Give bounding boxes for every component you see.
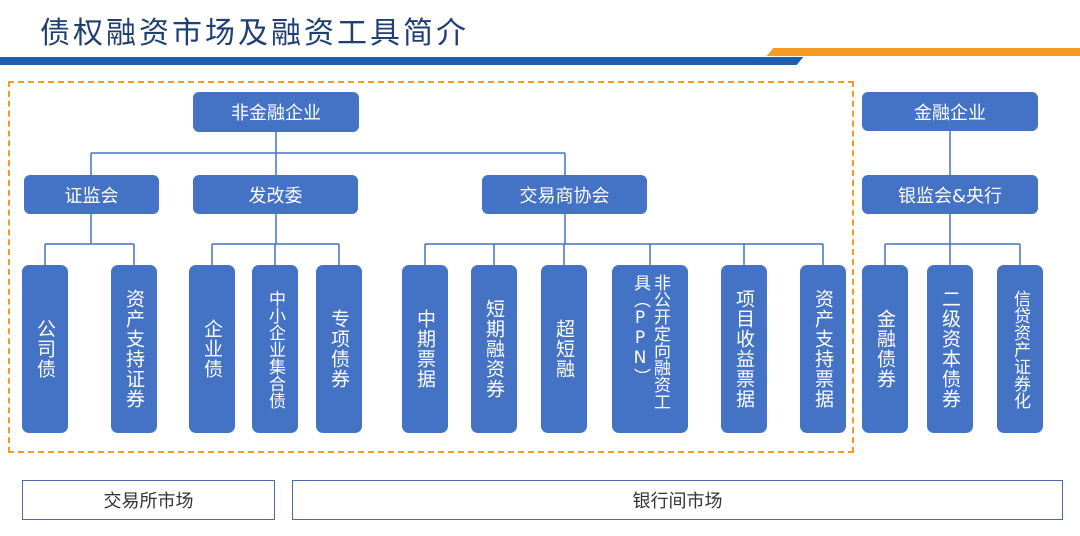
page-title: 债权融资市场及融资工具简介 [40,16,469,51]
node-asset-backed-notes: 资产支持票据 [800,265,846,433]
node-label: 项目收益票据 [733,289,755,409]
node-medium-term-note: 中期票据 [402,265,448,433]
node-super-short-term-bill: 超短融 [541,265,587,433]
node-label: 企业债 [201,319,223,379]
node-label: 短期融资券 [483,299,505,399]
node-label: 非公开定向融资工具（PPN） [630,274,670,410]
node-label: 金融债券 [874,309,896,389]
node-financial-enterprise: 金融企业 [862,92,1038,131]
node-cbrc-pboc: 银监会&央行 [862,175,1038,214]
node-financial-bond: 金融债券 [862,265,908,433]
node-non-financial-enterprise: 非金融企业 [193,92,359,132]
node-corporate-bond: 公司债 [22,265,68,433]
node-asset-backed-securities: 资产支持证券 [111,265,157,433]
node-label: 资产支持票据 [812,289,834,409]
node-ndrc: 发改委 [193,175,358,214]
node-special-bond: 专项债券 [316,265,362,433]
node-label: 二级资本债券 [939,289,961,409]
node-label: 专项债券 [328,309,350,389]
title-underline-blue [0,57,785,65]
node-short-term-financing-bill: 短期融资券 [471,265,517,433]
node-label: 中小企业集合债 [265,289,285,409]
node-project-revenue-note: 项目收益票据 [721,265,767,433]
node-tier2-capital-bond: 二级资本债券 [927,265,973,433]
node-label: 信贷资产证券化 [1010,289,1030,409]
title-underline-orange [782,48,1080,56]
node-ppn: 非公开定向融资工具（PPN） [612,265,688,433]
node-label: 中期票据 [414,309,436,389]
node-csrc: 证监会 [24,175,159,214]
exchange-market-box: 交易所市场 [22,480,275,520]
node-credit-asset-securitization: 信贷资产证券化 [997,265,1043,433]
non-financial-group-frame [8,81,854,453]
interbank-market-box: 银行间市场 [292,480,1063,520]
node-label: 公司债 [34,319,56,379]
node-enterprise-bond: 企业债 [189,265,235,433]
node-nafmii: 交易商协会 [482,175,647,214]
node-label: 资产支持证券 [123,289,145,409]
node-label: 超短融 [553,319,575,379]
node-sme-collective-bond: 中小企业集合债 [252,265,298,433]
